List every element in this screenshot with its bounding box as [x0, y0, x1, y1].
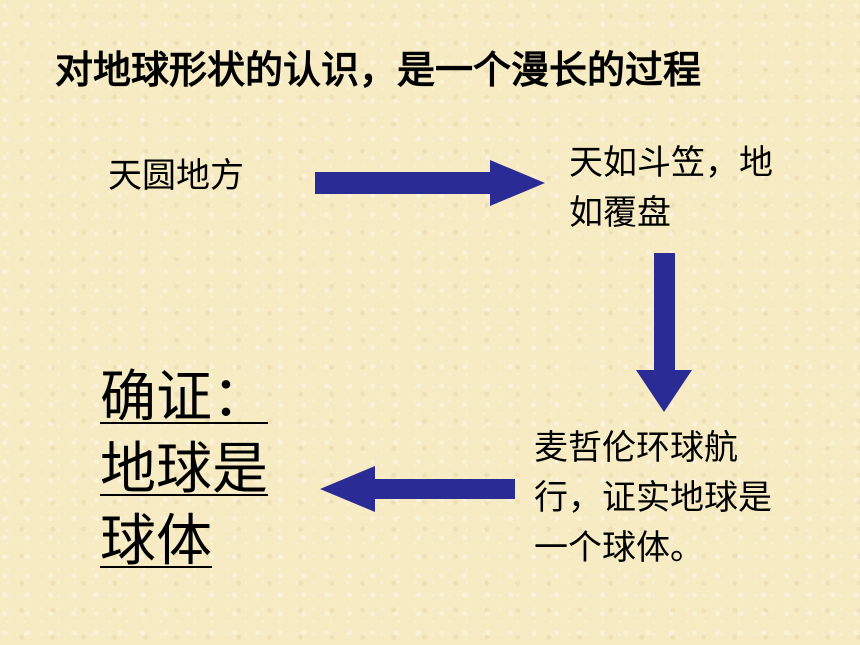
conclusion-line-3: 球体 [100, 509, 212, 574]
slide-title: 对地球形状的认识，是一个漫长的过程 [55, 48, 702, 92]
arrow-down-icon [636, 253, 692, 412]
conclusion-block: 确证： 地球是 球体 [100, 362, 310, 578]
conclusion-line-2: 地球是 [100, 437, 268, 502]
arrow-right-icon [315, 160, 545, 206]
arrow-left-icon [320, 466, 515, 512]
node-tianyuan-difang: 天圆地方 [108, 156, 244, 196]
conclusion-line-1: 确证： [100, 365, 268, 430]
node-tian-ru-douli: 天如斗笠，地如覆盘 [569, 143, 773, 233]
node-magellan-voyage: 麦哲伦环球航行，证实地球是一个球体。 [534, 428, 772, 568]
